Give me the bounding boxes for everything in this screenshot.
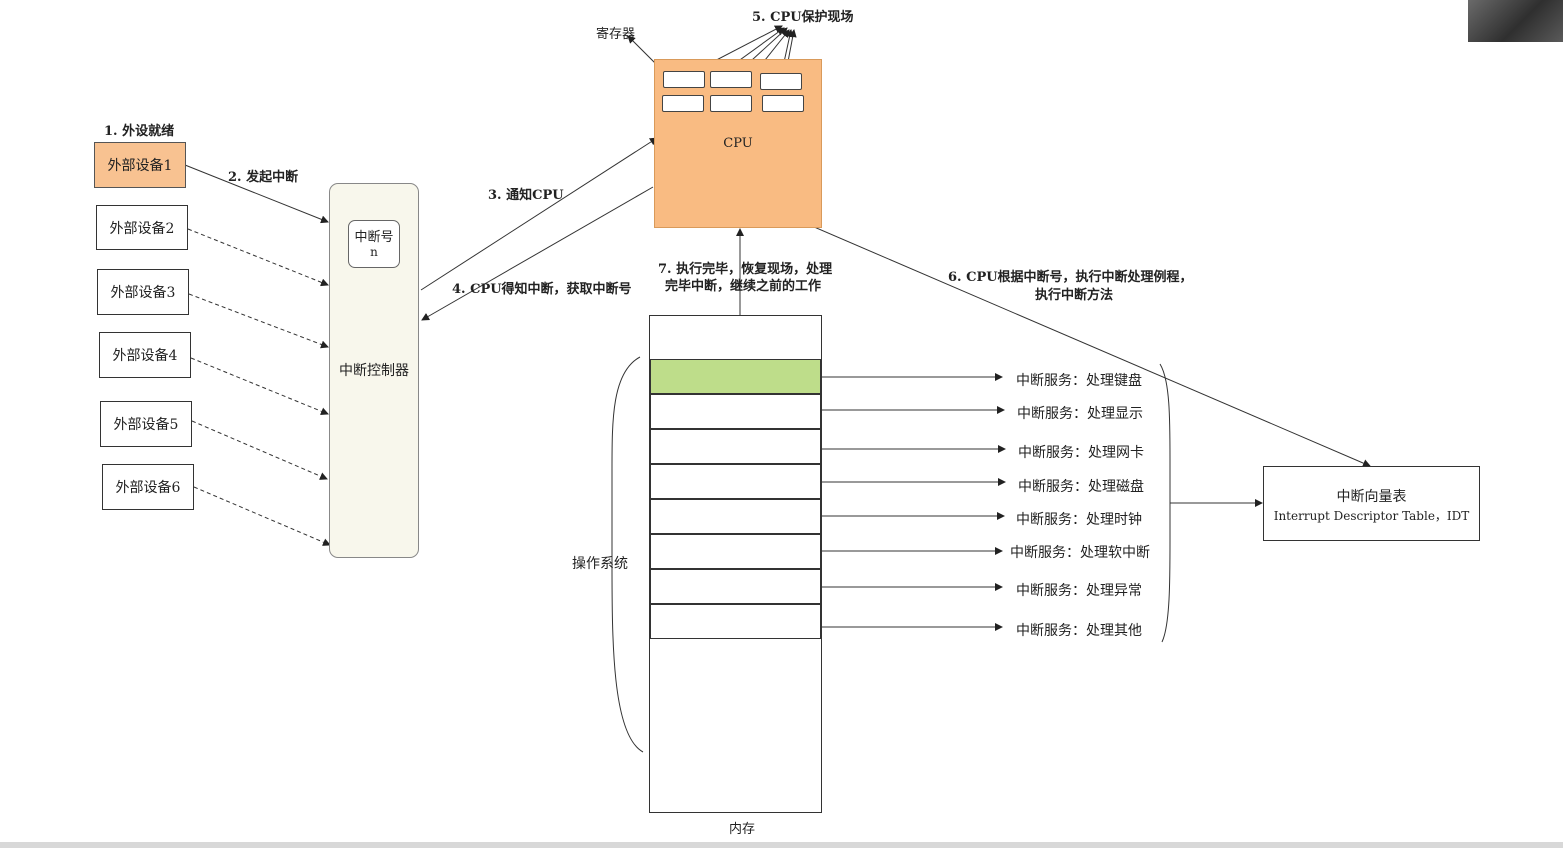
services-brace bbox=[1159, 363, 1171, 643]
step-7-label-line1: 7. 执行完毕，恢复现场，处理 bbox=[658, 262, 833, 277]
idt-title: 中断向量表 bbox=[1336, 489, 1407, 505]
memory-label: 内存 bbox=[729, 822, 756, 837]
device-1-box: 外部设备1 bbox=[94, 142, 186, 188]
register-3 bbox=[760, 73, 802, 90]
arrow-notify-cpu bbox=[420, 137, 658, 291]
service-label: 中断服务：处理键盘 bbox=[1016, 373, 1142, 389]
register-4 bbox=[662, 95, 704, 112]
cpu-label: CPU bbox=[723, 136, 753, 151]
memory-slot bbox=[650, 569, 821, 604]
memory-block bbox=[649, 315, 822, 813]
step-2-label: 2. 发起中断 bbox=[228, 170, 299, 185]
device-4-box: 外部设备4 bbox=[99, 332, 191, 378]
arrow-device3-controller bbox=[188, 293, 329, 349]
controller-label: 中断控制器 bbox=[339, 363, 409, 379]
step-5-label: 5. CPU保护现场 bbox=[752, 10, 854, 25]
step-7-label-line2: 完毕中断，继续之前的工作 bbox=[665, 279, 822, 294]
idt-box: 中断向量表 Interrupt Descriptor Table，IDT bbox=[1263, 466, 1480, 541]
arrow-device4-controller bbox=[190, 357, 329, 416]
arrow-device6-controller bbox=[193, 486, 331, 546]
device-6-box: 外部设备6 bbox=[102, 464, 194, 510]
interrupt-number-value: n bbox=[370, 245, 378, 259]
step-1-label: 1. 外设就绪 bbox=[104, 124, 175, 139]
arrow-cpu-get-number bbox=[421, 186, 654, 321]
interrupt-number-box: 中断号 n bbox=[348, 220, 400, 268]
memory-slot bbox=[650, 499, 821, 534]
arrow-device1-controller bbox=[184, 164, 329, 224]
device-2-box: 外部设备2 bbox=[96, 205, 188, 250]
arrow-device5-controller bbox=[191, 420, 328, 480]
service-label: 中断服务：处理软中断 bbox=[1010, 545, 1150, 561]
os-brace bbox=[611, 356, 644, 753]
register-5 bbox=[710, 95, 752, 112]
service-label: 中断服务：处理其他 bbox=[1016, 623, 1142, 639]
step-6-label-line2: 执行中断方法 bbox=[1035, 288, 1114, 303]
memory-slot bbox=[650, 394, 821, 429]
memory-slot bbox=[650, 429, 821, 464]
service-label: 中断服务：处理磁盘 bbox=[1018, 479, 1144, 495]
arrow-device2-controller bbox=[187, 228, 329, 287]
memory-slot bbox=[650, 464, 821, 499]
interrupt-controller: 中断号 n 中断控制器 bbox=[329, 183, 419, 558]
step-3-label: 3. 通知CPU bbox=[488, 188, 564, 203]
register-1 bbox=[663, 71, 705, 88]
memory-slot-highlighted bbox=[650, 359, 821, 394]
service-label: 中断服务：处理异常 bbox=[1016, 583, 1142, 599]
service-label: 中断服务：处理时钟 bbox=[1016, 512, 1142, 528]
arrow-cpu-idt bbox=[741, 195, 1371, 467]
step-6-label-line1: 6. CPU根据中断号，执行中断处理例程， bbox=[948, 270, 1193, 285]
service-label: 中断服务：处理显示 bbox=[1017, 406, 1143, 422]
step-4-label: 4. CPU得知中断，获取中断号 bbox=[452, 282, 632, 297]
service-label: 中断服务：处理网卡 bbox=[1018, 445, 1144, 461]
cpu-box: CPU bbox=[654, 59, 822, 228]
memory-slot bbox=[650, 604, 821, 639]
device-3-box: 外部设备3 bbox=[97, 269, 189, 315]
bottom-edge-bar bbox=[0, 842, 1563, 848]
memory-slot bbox=[650, 534, 821, 569]
register-6 bbox=[762, 95, 804, 112]
register-label: 寄存器 bbox=[596, 27, 636, 42]
register-2 bbox=[710, 71, 752, 88]
interrupt-number-title: 中断号 bbox=[354, 230, 394, 245]
corner-image-fragment bbox=[1468, 0, 1563, 42]
idt-subtitle: Interrupt Descriptor Table，IDT bbox=[1273, 509, 1470, 523]
device-5-box: 外部设备5 bbox=[100, 401, 192, 447]
os-label: 操作系统 bbox=[572, 556, 628, 572]
